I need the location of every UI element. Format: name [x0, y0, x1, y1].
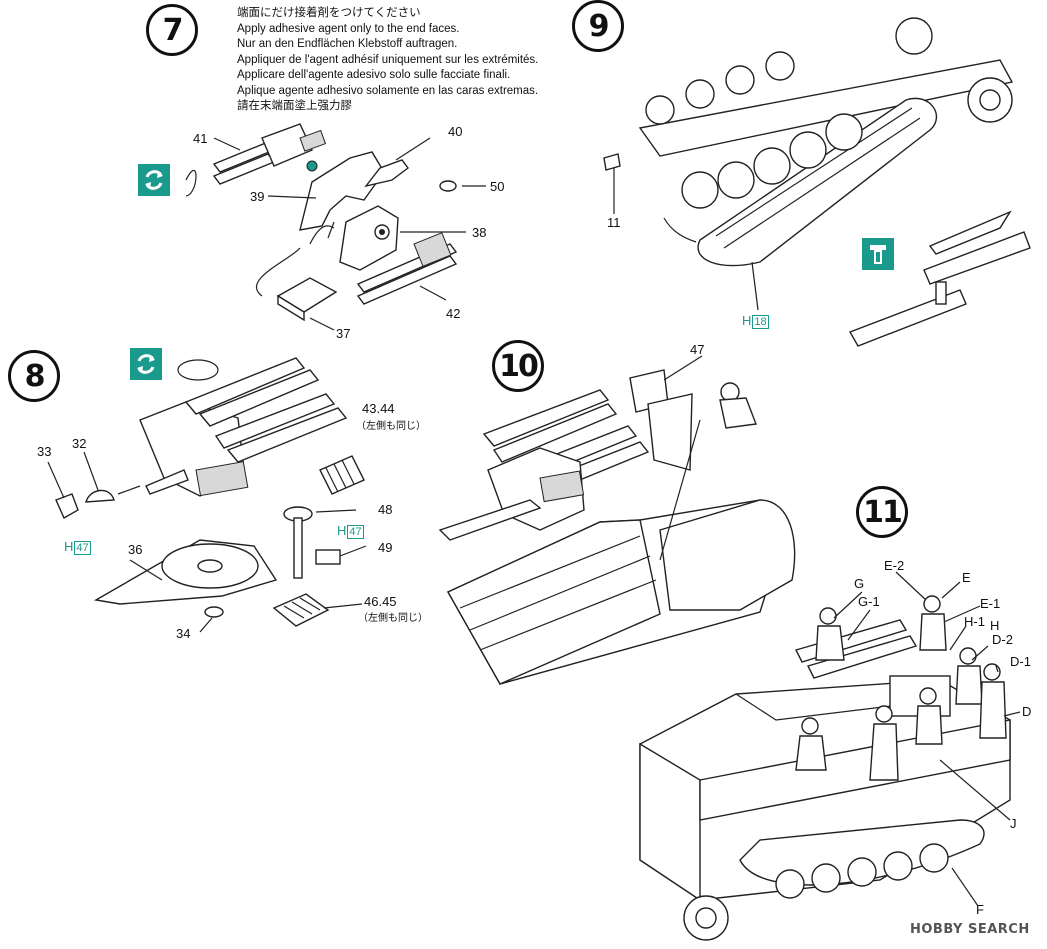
note-line: Nur an den Endflächen Klebstoff auftrage…: [237, 38, 458, 50]
note-line: 端面にだけ接着剤をつけてください: [237, 7, 421, 19]
step-number-badge: 7: [146, 4, 198, 56]
watermark: HOBBY SEARCH: [910, 922, 1030, 937]
part-number: 32: [72, 436, 87, 451]
figure-label: H: [990, 618, 1000, 633]
part-number: 48: [378, 502, 393, 517]
sprue-letter: H: [742, 313, 752, 328]
part-number: 43.44: [362, 401, 395, 416]
part-number: 11: [607, 215, 621, 230]
rotate-icon: [130, 348, 162, 380]
same-on-left-note: （左側も同じ）: [356, 421, 426, 432]
figure-label: G-1: [858, 594, 880, 609]
step10-drawing: [438, 355, 796, 685]
figure-label: F: [976, 902, 984, 917]
note-line: Aplique agente adhesivo solamente en las…: [237, 84, 539, 97]
adhesive-instruction-note: 端面にだけ接着剤をつけてください Apply adhesive agent on…: [237, 6, 538, 115]
note-line: Applicare dell'agente adesivo solo sulle…: [237, 69, 511, 81]
sprue-letter: H: [64, 539, 74, 554]
step-number-badge: 11: [856, 486, 908, 538]
note-line: Appliquer de l'agent adhésif uniquement …: [237, 53, 539, 66]
same-on-left-note: （左側も同じ）: [358, 613, 428, 624]
step-number-badge: 8: [8, 350, 60, 402]
glue-applicator-icon: [862, 238, 894, 270]
figure-label: E-2: [884, 558, 905, 573]
step-number-badge: 9: [572, 0, 624, 52]
sprue-number-box: 47: [347, 525, 364, 539]
step-number-badge: 10: [492, 340, 544, 392]
sprue-letter: H: [337, 523, 347, 538]
sprue-number-box: 47: [74, 541, 91, 555]
part-number: 49: [378, 540, 393, 555]
step7-drawing: [185, 123, 486, 331]
part-number: 34: [176, 626, 191, 641]
figure-label: J: [1010, 816, 1017, 831]
part-number: 46.45: [364, 594, 397, 609]
rotate-icon: [138, 164, 170, 196]
part-number: 38: [472, 225, 487, 240]
part-number: 36: [128, 542, 143, 557]
part-number: 42: [446, 306, 461, 321]
part-number: 50: [490, 179, 505, 194]
note-line: 請在末端面塗上强力膠: [237, 100, 352, 112]
figure-label: E: [962, 570, 971, 585]
figure-label: D: [1022, 704, 1032, 719]
step11-drawing: [639, 571, 1021, 941]
figure-label: D-2: [992, 632, 1013, 647]
step8-drawing: [47, 357, 367, 633]
figure-label: G: [854, 576, 865, 591]
step9-drawing: [603, 17, 1031, 347]
part-number: 47: [690, 342, 705, 357]
part-number: 40: [448, 124, 463, 139]
part-number: 37: [336, 326, 351, 341]
sprue-number-box: 18: [752, 315, 769, 329]
figure-label: E-1: [980, 596, 1001, 611]
figure-label: D-1: [1010, 654, 1031, 669]
part-number: 41: [193, 131, 208, 146]
note-line: Apply adhesive agent only to the end fac…: [237, 22, 460, 35]
part-number: 39: [250, 189, 265, 204]
part-number: 33: [37, 444, 52, 459]
figure-label: H-1: [964, 614, 985, 629]
